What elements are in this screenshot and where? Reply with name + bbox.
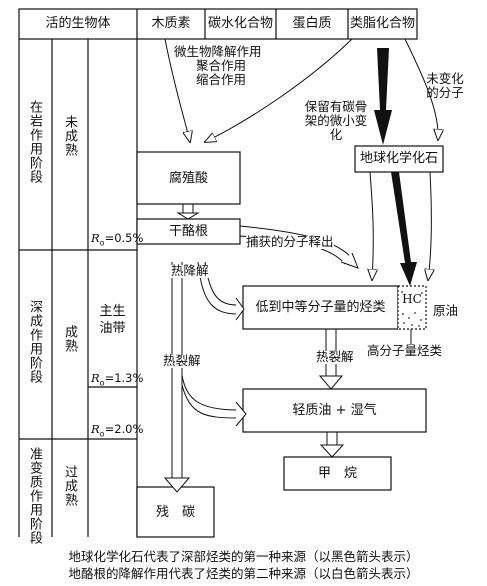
black-arrow-fossil-hc: [391, 172, 417, 286]
ro-sub: o: [99, 378, 105, 388]
stage-diagenesis: 在岩作用阶段: [27, 100, 42, 184]
box-light-oil-gas: 轻质油 + 湿气: [292, 403, 377, 418]
hc-dots: [401, 291, 423, 327]
process-unaltered: 未变化的分子: [420, 72, 470, 100]
ro-13-value: =1.3%: [104, 371, 144, 385]
box-methane: 甲 烷: [317, 466, 357, 481]
process-microbial: 微生物降解作用: [174, 44, 262, 59]
ro-13-label: Ro=1.3%: [91, 371, 144, 388]
process-minor-change: 保留有碳骨架的微小变化: [296, 100, 376, 142]
header-living-biomass: 活的生物体: [45, 16, 111, 31]
box-hc: HC: [402, 292, 422, 306]
ro-symbol: R: [91, 371, 100, 385]
white-arrows: [163, 204, 412, 493]
header-lignin: 木质素: [151, 16, 191, 31]
box-residual-carbon: 残 碳: [155, 505, 195, 520]
ro-symbol: R: [91, 422, 100, 436]
ro-20-value: =2.0%: [104, 422, 144, 436]
process-polymerization: 聚合作用: [196, 58, 247, 73]
stage-catagenesis: 深成作用阶段: [27, 300, 42, 384]
header-carbohydrate: 碳水化合物: [207, 16, 273, 31]
process-boxes: [136, 145, 444, 538]
process-minor-change-text: 保留有碳骨架的微小变化: [304, 99, 368, 142]
maturity-immature: 未成熟: [62, 115, 77, 157]
caption-line-1: 地球化学化石代表了深部烃类的第一种来源（以黑色箭头表示）: [68, 549, 419, 564]
black-arrow-lipid: [374, 48, 392, 145]
ro-05-value: =0.5%: [104, 231, 144, 245]
process-thermal-cracking-mid: 热裂解: [316, 349, 354, 364]
ro-20-label: Ro=2.0%: [91, 422, 144, 439]
stage-metagenesis: 准变质作用阶段: [27, 447, 42, 545]
ro-sub: o: [99, 429, 105, 439]
box-kerogen: 干酪根: [168, 224, 208, 239]
main-oil-zone-text: 主生油带: [99, 304, 126, 336]
process-unaltered-text: 未变化的分子: [426, 71, 464, 100]
maturity-overmature: 过成熟: [62, 465, 77, 507]
ro-05-label: Ro=0.5%: [91, 231, 144, 248]
box-humic-acid: 腐殖酸: [168, 171, 208, 186]
annotation-crude-oil: 原油: [433, 303, 459, 318]
box-low-mid-hydrocarbons: 低到中等分子量的烃类: [255, 300, 386, 315]
box-geochemical-fossil: 地球化学化石: [359, 151, 438, 166]
process-thermal-degradation: 热降解: [171, 263, 209, 278]
annotation-high-mw: 高分子量烃类: [367, 343, 443, 358]
header-protein: 蛋白质: [292, 16, 332, 31]
ro-symbol: R: [91, 231, 100, 245]
maturity-mature: 成熟: [62, 325, 77, 353]
process-thermal-cracking-left: 热裂解: [163, 353, 201, 368]
ro-sub: o: [99, 238, 105, 248]
table-frame: [18, 8, 418, 537]
thin-arrows: [164, 38, 438, 280]
process-released: 捕获的分子释出: [246, 234, 334, 249]
header-lipid: 类脂化合物: [349, 16, 415, 31]
process-condensation: 缩合作用: [196, 72, 247, 87]
caption-line-2: 地酪根的降解作用代表了烃类的第二种来源（以白色箭头表示）: [68, 566, 419, 581]
main-oil-zone: 主生油带: [88, 303, 137, 337]
